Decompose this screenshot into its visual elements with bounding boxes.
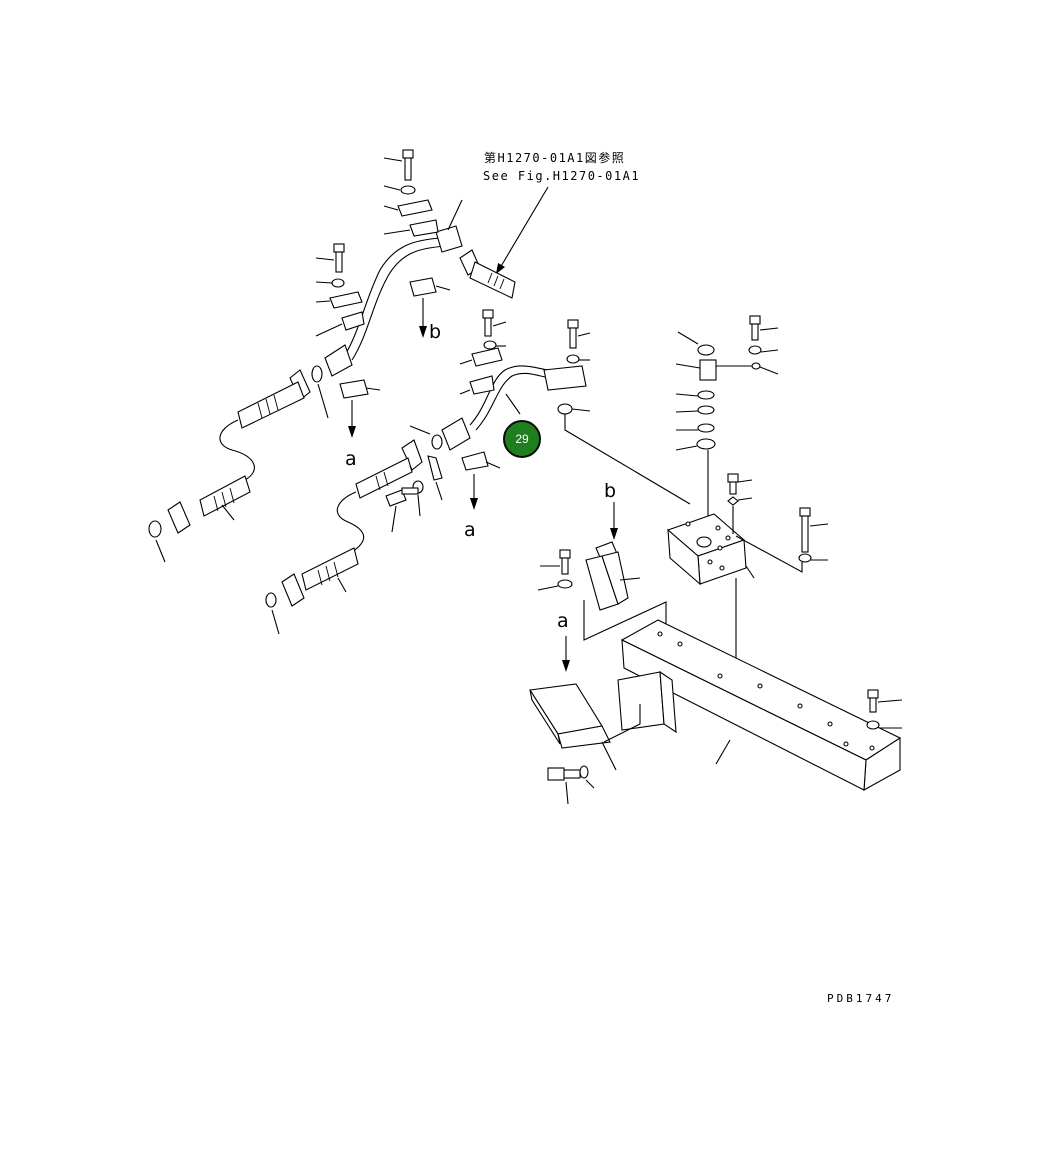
upper-fasteners — [315, 149, 463, 338]
lower-bracket — [529, 636, 641, 805]
valve-block-assembly — [564, 315, 829, 672]
upper-bracket — [537, 502, 667, 641]
view-label-b-upper: b — [429, 321, 442, 343]
frame-rail — [617, 619, 903, 791]
view-label-a-lower: a — [557, 610, 569, 632]
part-callout-29[interactable]: 29 — [503, 420, 541, 458]
upper-hose-assembly — [324, 225, 516, 377]
reference-note-japanese: 第H1270-01A1図参照 — [484, 151, 626, 165]
reference-note-english: See Fig.H1270-01A1 — [483, 169, 641, 183]
drawing-code: PDB1747 — [827, 992, 895, 1005]
view-label-b-lower: b — [604, 480, 617, 502]
view-label-a-left: a — [345, 448, 357, 470]
view-label-a-center: a — [464, 519, 476, 541]
left-long-hose — [148, 365, 381, 563]
reference-leader — [496, 186, 549, 274]
lower-left-hose — [265, 439, 443, 635]
center-hose-assembly — [409, 309, 591, 510]
